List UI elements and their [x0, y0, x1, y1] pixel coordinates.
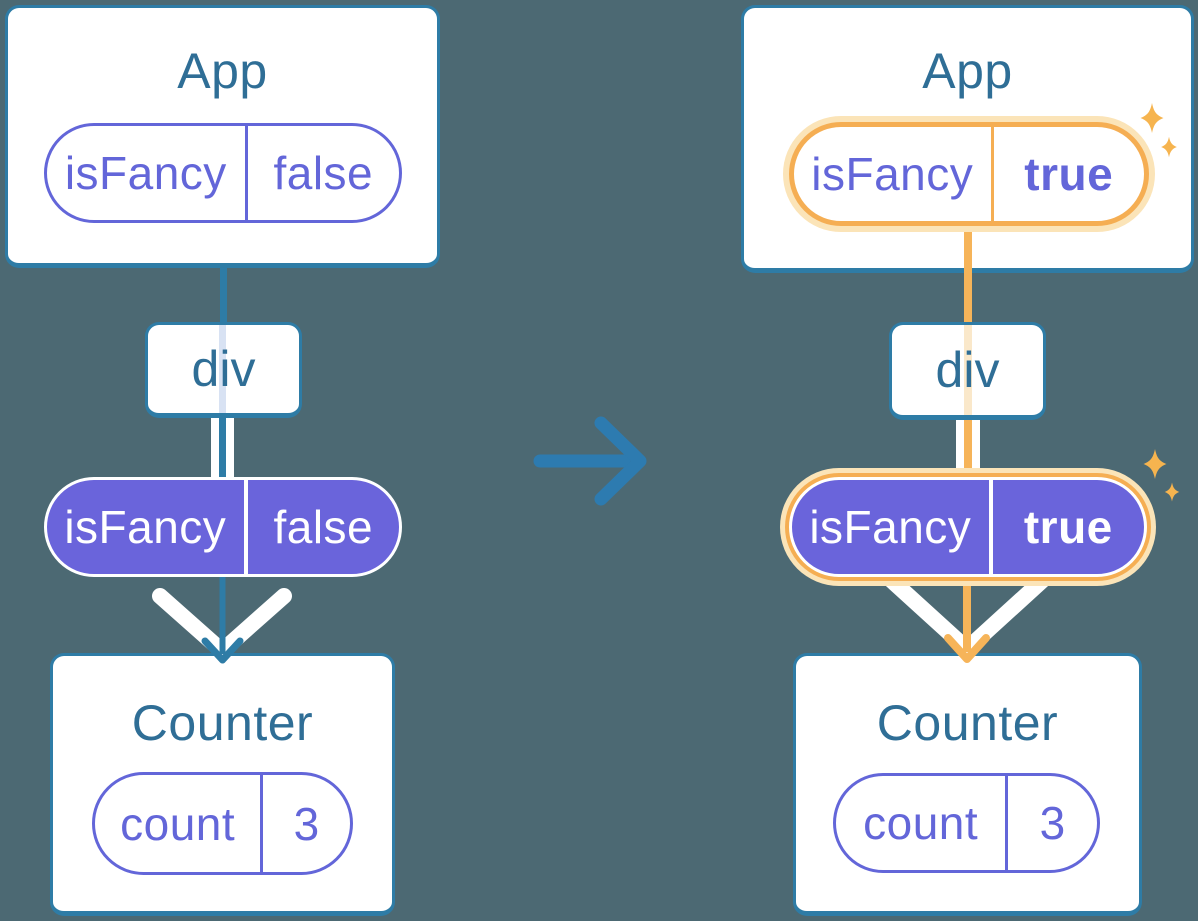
after-div-pill-connector-white-left [956, 416, 964, 478]
before-counter-title: Counter [131, 695, 314, 751]
transition-right-arrow-icon [533, 416, 647, 506]
before-prop-arrow-chevron [152, 588, 292, 659]
after-counter-box: Counter count 3 [793, 653, 1142, 916]
state-value: true [1024, 148, 1114, 200]
state-key: isFancy [47, 126, 248, 220]
before-counter-state-pill: count 3 [92, 772, 353, 875]
after-counter-state-pill: count 3 [833, 773, 1100, 873]
after-div-thru-line [964, 325, 972, 415]
before-div-pill-connector-core [219, 416, 226, 478]
after-div-label: div [935, 342, 1000, 398]
state-key: count [836, 776, 1009, 870]
state-key: isFancy [792, 480, 993, 574]
after-app-pill-drop-line [964, 218, 972, 273]
before-counter-box: Counter count 3 [50, 653, 395, 916]
after-counter-title: Counter [876, 695, 1059, 751]
after-state-arrow-down-icon [944, 577, 990, 663]
state-key: count [95, 775, 264, 872]
before-passed-state-pill: isFancy false [44, 477, 402, 577]
state-value: false [273, 147, 374, 199]
after-app-box: App isFancy true [741, 5, 1194, 273]
after-app-title: App [922, 43, 1013, 99]
before-app-title: App [177, 43, 268, 99]
before-div-pill-connector-white-left [211, 416, 219, 478]
after-div-pill-connector-core [964, 416, 972, 478]
state-value: true [1023, 501, 1113, 553]
before-app-div-connector [220, 266, 227, 324]
sparkle-icon [1164, 482, 1180, 502]
after-div-box: div [889, 322, 1046, 420]
before-div-thru-line [219, 325, 226, 413]
state-key: isFancy [47, 480, 248, 574]
before-app-state-pill: isFancy false [44, 123, 402, 223]
after-app-state-pill-highlighted: isFancy true [789, 122, 1149, 226]
before-app-box: App isFancy false [5, 5, 440, 268]
sparkle-icon [1143, 449, 1167, 479]
before-div-box: div [145, 322, 302, 418]
state-value: false [273, 501, 374, 553]
before-div-label: div [191, 341, 256, 397]
after-app-div-connector [964, 266, 972, 324]
state-value: 3 [293, 797, 320, 850]
state-key: isFancy [794, 127, 994, 221]
state-value: 3 [1039, 797, 1066, 849]
before-state-arrow-down-icon [201, 577, 244, 664]
after-passed-state-pill-highlighted: isFancy true [789, 477, 1147, 577]
after-prop-arrow-chevron [883, 572, 1051, 657]
after-div-pill-connector-white-right [972, 416, 980, 478]
before-div-pill-connector-white-right [226, 416, 234, 478]
